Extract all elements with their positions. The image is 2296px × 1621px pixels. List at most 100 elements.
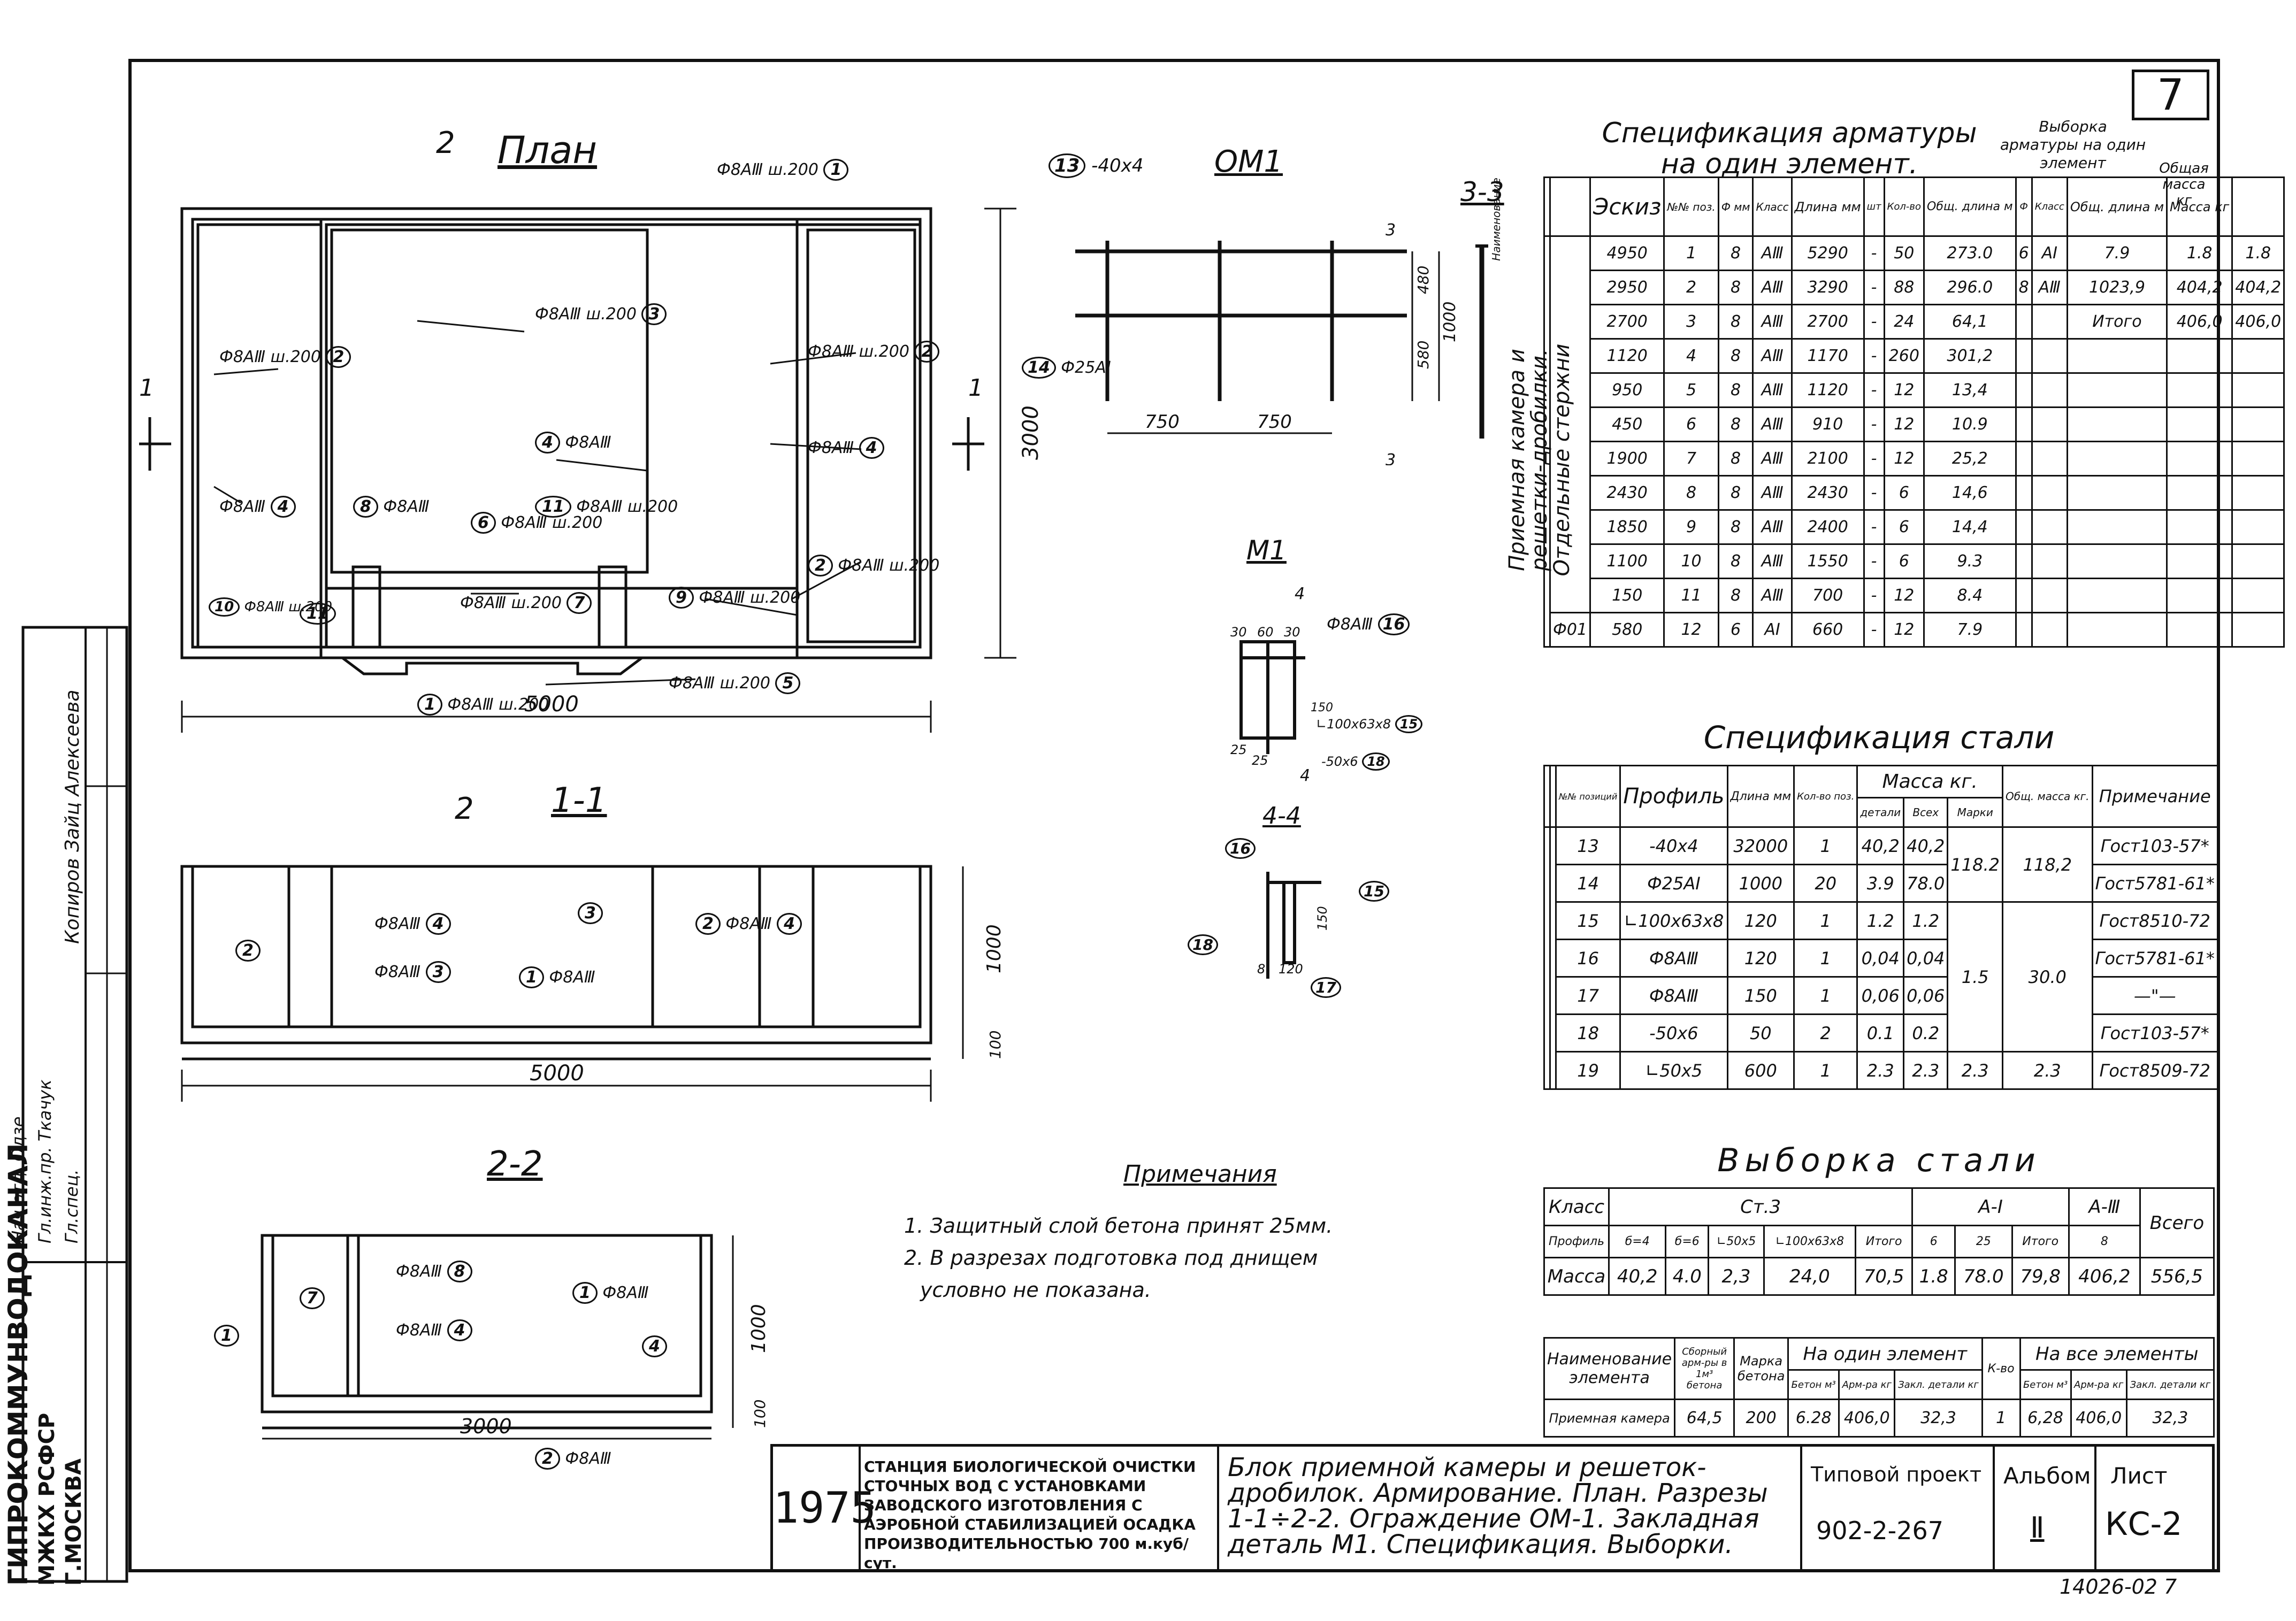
m1-cut-mark-bottom: 4 (1300, 766, 1310, 785)
plan-callout-1: Ф8АⅢ ш.200 1 (717, 159, 849, 181)
plan-title: План (498, 128, 598, 172)
side-block: ГИПРОКОММУНВОДОКАНАЛ МЖКХ РСФСР Г.МОСКВА… (3, 626, 128, 1586)
arm-row12-sk: 580 (1589, 612, 1665, 648)
arm-row1-sk: 4950 (1589, 235, 1665, 271)
arm-row9-sk: 1850 (1589, 509, 1665, 545)
sec44-callout-15: 15 (1359, 881, 1389, 902)
sample-steel-title: Выборка стали (1717, 1142, 2041, 1179)
om1-drawing: 750 750 480 580 1000 3 3 (1075, 221, 1459, 465)
spec-steel-table: №№ позиций Профиль Длина мм Кол-во поз. … (1543, 765, 2218, 1090)
section22-title: 2-2 (487, 1144, 543, 1184)
svg-text:1: 1 (139, 374, 154, 402)
summary-table: Наименование элемента Сборный арм-ры в 1… (1543, 1337, 2215, 1438)
arm-row7-sk: 1900 (1589, 441, 1665, 477)
sec44-callout-18: 18 (1188, 934, 1218, 955)
plan-callout-4c: Ф8АⅢ 4 (808, 437, 884, 459)
m1-title: М1 (1246, 535, 1287, 566)
plan-callout-11: 11 Ф8АⅢ ш.200 (535, 496, 678, 518)
plan-callout-6: 6 Ф8АⅢ ш.200 (471, 512, 602, 534)
stamp-typ-label: Типовой проект (1811, 1463, 1982, 1486)
s22-callout-7: 7 (300, 1287, 325, 1309)
section11-drawing: 5000 1000 100 (180, 865, 1005, 1102)
plan-callout-4b: Ф8АⅢ 4 (219, 496, 296, 518)
arm-row8-sk: 2430 (1589, 475, 1665, 511)
m1-drawing: 30 60 30 25 25 150 4 4 (1230, 585, 1333, 785)
spec-arm-col-name: Наименование (1490, 178, 1503, 261)
steel-hdr-profile: Профиль (1619, 765, 1728, 828)
arm-row12-mark: Ф01 (1549, 612, 1591, 648)
section22-dim-base: 100 (751, 1400, 769, 1428)
om1-dim-b: 750 (1257, 411, 1292, 433)
section22-drawing: 3000 1000 100 (261, 1234, 770, 1440)
sec44-callout-17: 17 (1311, 977, 1341, 998)
sec44-callout-16: 16 (1225, 838, 1256, 859)
spec-arm-sample-title: Выборка арматуры на один элемент (2000, 118, 2146, 172)
section11-dim-height: 1000 (983, 924, 1005, 973)
s11-callout-2b: 2 Ф8АⅢ 4 (695, 913, 802, 935)
stamp-year: 1975 (773, 1447, 876, 1570)
plan-callout-7: Ф8АⅢ ш.200 7 (460, 592, 592, 614)
section22-dim-width: 3000 (460, 1415, 512, 1438)
m1-callout-15: ∟100x63x8 15 (1316, 715, 1423, 733)
s22-callout-8: Ф8АⅢ 8 (396, 1261, 472, 1282)
plan-callout-2b: Ф8АⅢ ш.200 2 (808, 341, 940, 363)
sheet-number-box: 7 (2132, 70, 2209, 120)
plan-callout-2: Ф8АⅢ ш.200 2 (219, 346, 351, 368)
m1-d1: 30 (1230, 625, 1247, 640)
notes-item-2: 2. В разрезах подготовка под днищем (904, 1246, 1318, 1270)
arm-row3-sk: 2700 (1589, 304, 1665, 340)
stamp-station: СТАНЦИЯ БИОЛОГИЧЕСКОЙ ОЧИСТКИ СТОЧНЫХ ВО… (864, 1458, 1196, 1572)
sec44-drawing: 120 8 150 (1257, 872, 1330, 979)
title-stamp: 1975 СТАНЦИЯ БИОЛОГИЧЕСКОЙ ОЧИСТКИ СТОЧН… (770, 1444, 2215, 1572)
m1-cut-mark-top: 4 (1295, 585, 1305, 603)
plan-section-mark: 2 (436, 126, 455, 160)
spec-steel-title: Спецификация стали (1703, 719, 2055, 756)
s11-callout-3: Ф8АⅢ 3 (374, 961, 451, 983)
om1-strip-label: 13 -40x4 (1048, 153, 1143, 178)
arm-row11-sk: 150 (1589, 578, 1665, 613)
section33-title: 3-3 (1460, 176, 1504, 208)
s22-callout-2: 2 Ф8АⅢ (535, 1448, 611, 1470)
svg-text:1: 1 (968, 374, 983, 402)
arm-row6-sk: 450 (1589, 406, 1665, 442)
plan-callout-10: 10 Ф8АⅢ ш.200 (209, 597, 332, 617)
om1-title: ОМ1 (1214, 144, 1283, 179)
arm-row2-sk: 2950 (1589, 270, 1665, 305)
plan-callout-1b: 1 Ф8АⅢ ш.200 (417, 694, 549, 716)
stamp-title: Блок приемной камеры и решеток-дробилок.… (1228, 1453, 1768, 1559)
spec-arm-title: Спецификация арматуры на один элемент. (1602, 117, 1977, 180)
sec44-d8: 150 (1315, 906, 1330, 931)
plan-callout-2c: 2 Ф8АⅢ ш.200 (808, 555, 939, 577)
om1-bar-label: 14 Ф25АⅠ (1022, 357, 1111, 379)
s11-callout-4: Ф8АⅢ 4 (374, 913, 451, 935)
om1-dim-h2: 580 (1414, 341, 1432, 369)
om1-dim-h1: 480 (1414, 266, 1432, 294)
spec-arm-group-label: Приемная камера и решетки-дробилки. Отде… (1505, 343, 1574, 577)
m1-callout-16: Ф8АⅢ 16 (1327, 613, 1410, 635)
s22-callout-1b: 1 Ф8АⅢ (572, 1282, 649, 1304)
m1-dim-h: 150 (1311, 701, 1333, 715)
section22-dim-height: 1000 (748, 1304, 770, 1353)
plan-callout-5: Ф8АⅢ ш.200 5 (669, 672, 801, 694)
plan-drawing: 5000 3000 1 1 (139, 207, 1043, 733)
notes-item-3: условно не показана. (920, 1278, 1151, 1302)
s11-callout-1: 1 Ф8АⅢ (519, 966, 595, 988)
section11-mark: 2 (455, 792, 474, 826)
plan-callout-9: 9 Ф8АⅢ ш.200 (669, 587, 800, 609)
side-grid (21, 626, 128, 1583)
om1-dim-total: 1000 (1441, 302, 1459, 342)
arm-row10-sk: 1100 (1589, 543, 1665, 579)
stamp-typ-val: 902-2-267 (1816, 1516, 1944, 1545)
plan-dim-height: 3000 (1019, 405, 1043, 460)
plan-callout-11b: 11 (300, 603, 336, 625)
sec44-title: 4-4 (1262, 802, 1301, 829)
om1-cut-mark-top: 3 (1386, 221, 1396, 240)
section11-dim-width: 5000 (530, 1061, 584, 1086)
s22-callout-1: 1 (214, 1325, 239, 1347)
stamp-album-label: Альбом (2003, 1463, 2091, 1489)
om1-cut-mark-bottom: 3 (1386, 451, 1396, 465)
stamp-code: 14026-02 7 (2060, 1575, 2177, 1599)
arm-row5-sk: 950 (1589, 372, 1665, 408)
